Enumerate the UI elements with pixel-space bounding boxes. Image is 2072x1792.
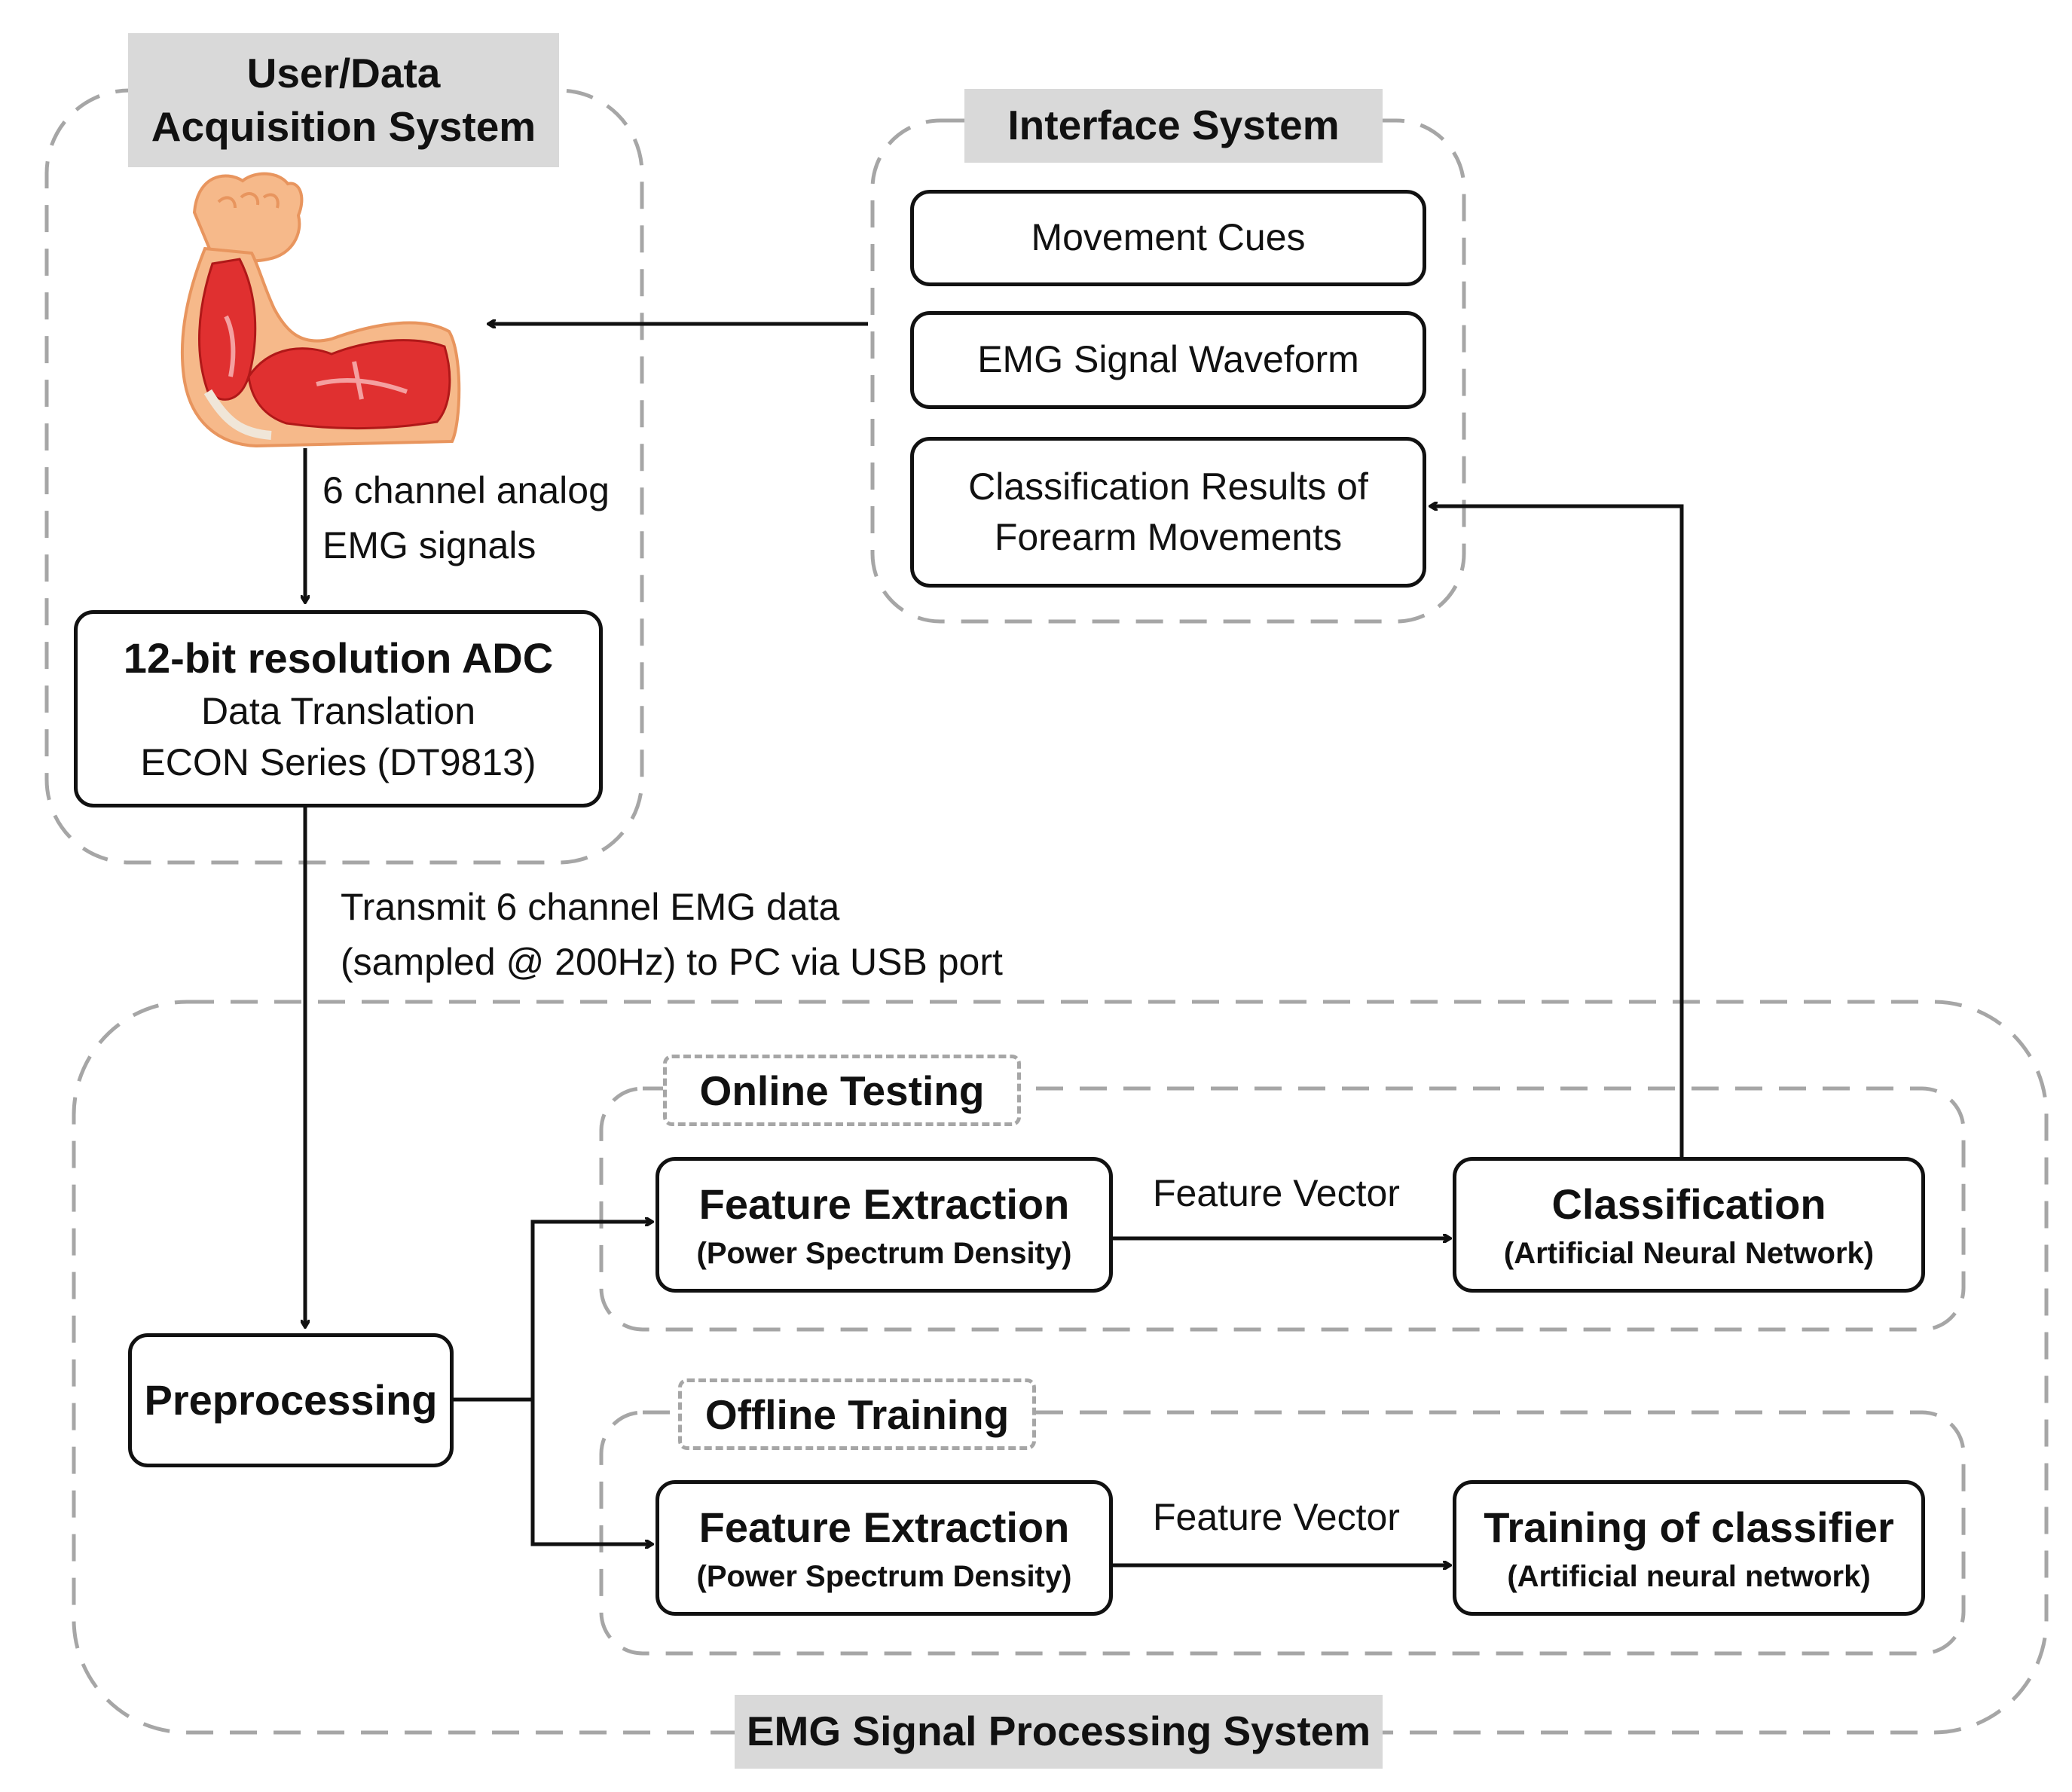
acquisition-title-line2: Acquisition System xyxy=(151,103,536,150)
feature-extraction-online-box: Feature Extraction (Power Spectrum Densi… xyxy=(656,1157,1113,1293)
arrow-classification-to-results xyxy=(1430,506,1684,1159)
training-title: Training of classifier xyxy=(1484,1504,1894,1552)
classification-box: Classification (Artificial Neural Networ… xyxy=(1453,1157,1925,1293)
feature-offline-title: Feature Extraction xyxy=(698,1504,1070,1552)
transmit-label-line2: (sampled @ 200Hz) to PC via USB port xyxy=(341,940,1003,983)
acquisition-group-title: User/Data Acquisition System xyxy=(128,33,559,167)
arrow-branch-to-offline xyxy=(530,1400,652,1544)
transmit-label: Transmit 6 channel EMG data (sampled @ 2… xyxy=(341,880,1003,989)
online-group-frame xyxy=(599,1086,1966,1332)
analog-signal-label: 6 channel analog EMG signals xyxy=(322,463,610,572)
feature-offline-sub: (Power Spectrum Density) xyxy=(696,1559,1072,1593)
acquisition-title-line1: User/Data xyxy=(246,49,441,96)
feature-online-sub: (Power Spectrum Density) xyxy=(696,1236,1072,1270)
classification-results-box: Classification Results of Forearm Moveme… xyxy=(910,437,1426,588)
online-group-title: Online Testing xyxy=(663,1055,1021,1126)
feature-vector-online-label: Feature Vector xyxy=(1153,1172,1400,1214)
flexed-arm-image xyxy=(180,172,461,448)
classification-sub: (Artificial Neural Network) xyxy=(1503,1236,1875,1270)
processing-group-title: EMG Signal Processing System xyxy=(735,1695,1383,1769)
adc-line2: Data Translation xyxy=(200,690,476,733)
movement-cues-box: Movement Cues xyxy=(910,190,1426,286)
classification-title: Classification xyxy=(1551,1180,1826,1229)
offline-group-frame xyxy=(599,1410,1966,1656)
emg-waveform-box: EMG Signal Waveform xyxy=(910,311,1426,409)
classification-results-line1: Classification Results of xyxy=(968,465,1368,508)
interface-group-title: Interface System xyxy=(964,89,1383,163)
analog-label-line2: EMG signals xyxy=(322,524,536,566)
feature-extraction-offline-box: Feature Extraction (Power Spectrum Densi… xyxy=(656,1480,1113,1616)
training-sub: (Artificial neural network) xyxy=(1507,1559,1871,1593)
feature-vector-offline-label: Feature Vector xyxy=(1153,1496,1400,1538)
training-classifier-box: Training of classifier (Artificial neura… xyxy=(1453,1480,1925,1616)
acquisition-group-frame xyxy=(44,88,644,865)
adc-line3: ECON Series (DT9813) xyxy=(140,740,536,783)
transmit-label-line1: Transmit 6 channel EMG data xyxy=(341,886,840,928)
classification-results-line2: Forearm Movements xyxy=(994,516,1343,558)
adc-box: 12-bit resolution ADC Data Translation E… xyxy=(74,610,603,807)
processing-group-frame xyxy=(72,1000,2049,1735)
feature-online-title: Feature Extraction xyxy=(698,1180,1070,1229)
arrow-branch-to-online xyxy=(530,1222,652,1544)
analog-label-line1: 6 channel analog xyxy=(322,469,610,511)
offline-group-title: Offline Training xyxy=(678,1378,1036,1450)
adc-title: 12-bit resolution ADC xyxy=(123,633,554,682)
preprocessing-box: Preprocessing xyxy=(128,1333,454,1467)
